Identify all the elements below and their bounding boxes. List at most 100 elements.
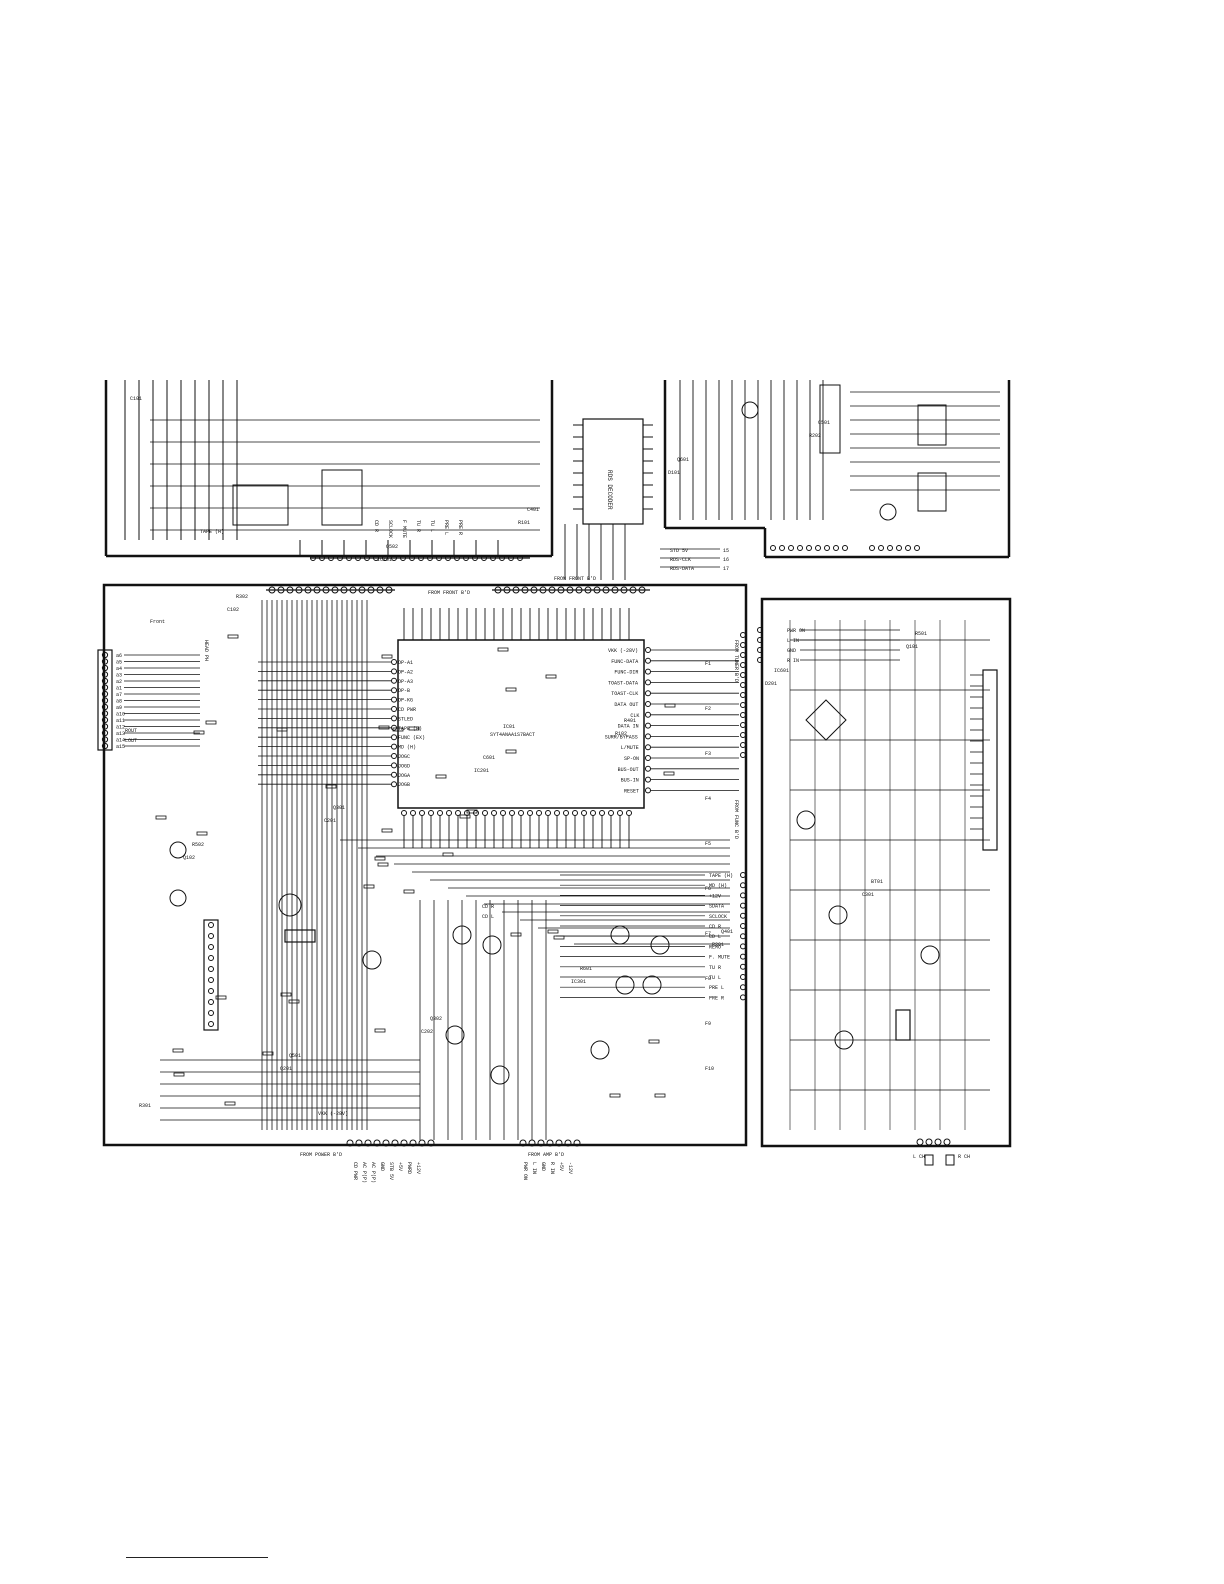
ic-pin	[645, 690, 651, 697]
ic-pin	[617, 810, 623, 816]
connector-pin	[391, 555, 397, 561]
jack-pin	[101, 729, 109, 737]
resistor	[505, 749, 517, 754]
connector-pin	[593, 586, 601, 594]
connector-pin	[878, 545, 884, 551]
ic-pin	[401, 810, 407, 816]
component-ref: BT01	[871, 879, 883, 885]
connector-pin	[629, 586, 637, 594]
component-ref: IC601	[774, 668, 789, 674]
connector-pin-number: 15	[723, 548, 729, 554]
power-connector-label: STB 5V	[388, 1162, 394, 1180]
transistor	[169, 889, 187, 907]
connector-pin	[409, 555, 415, 561]
ic-left-pin-label: OP-A1	[398, 660, 413, 666]
connector-pin	[757, 647, 763, 653]
jack-pin	[101, 677, 109, 685]
main-board-border	[102, 583, 748, 1147]
jack-pin	[101, 690, 109, 698]
ic-pin	[208, 999, 214, 1005]
resistor	[224, 1101, 236, 1106]
footer-rule	[126, 1557, 268, 1558]
jack-pin	[101, 658, 109, 665]
ic-pin	[536, 810, 542, 816]
jack-pin-label: a13	[116, 731, 125, 737]
connector-pin	[512, 586, 520, 594]
from-tuner-label: FROM TUNER B'D	[733, 640, 739, 682]
resistor	[205, 720, 217, 725]
ic-pin	[527, 810, 533, 816]
connector-pin	[490, 555, 496, 561]
amp-connector-label: PWR ON	[522, 1162, 528, 1180]
connector-pin	[740, 933, 746, 940]
transistor	[445, 1025, 465, 1045]
connector-pin	[367, 586, 375, 594]
jack-pin	[101, 723, 109, 730]
connector-pin	[331, 586, 339, 594]
connector-pin	[887, 545, 893, 551]
connector-pin	[842, 545, 848, 551]
component-ref: IC101	[377, 557, 392, 563]
connector-pin	[779, 545, 785, 551]
speaker-right	[945, 1154, 955, 1166]
connector-pin	[358, 586, 366, 594]
connector-pin	[382, 555, 388, 561]
jack-pin	[101, 703, 109, 711]
ic-pin	[391, 715, 397, 722]
connector-pin	[322, 586, 330, 594]
f-label: F3	[705, 751, 711, 757]
ic-pin	[509, 810, 515, 816]
resistor	[435, 774, 447, 779]
connector-pin	[770, 545, 776, 551]
connector-pin	[757, 637, 763, 643]
jack-pin-label: a9	[116, 705, 122, 711]
connector-pin	[740, 632, 746, 638]
connector-pin	[824, 545, 830, 551]
connector-pin	[869, 545, 875, 551]
connector-pin	[427, 1139, 435, 1147]
from-amp-label: FROM AMP B'D	[528, 1152, 564, 1158]
connector-pin	[740, 923, 746, 929]
func-connector-label: TU R	[709, 965, 721, 971]
connector-pin	[391, 1139, 399, 1147]
connector-pin	[382, 1139, 390, 1147]
jack-pin-label: a4	[116, 666, 122, 672]
ic-pin	[391, 734, 397, 741]
resistor	[403, 889, 415, 894]
ic-left-pin-label: JOGC	[398, 754, 410, 760]
amp-connector-label: -12V	[567, 1162, 573, 1174]
connector-pin	[573, 1139, 581, 1147]
connector-pin	[740, 682, 746, 688]
connector-pin	[427, 555, 433, 561]
connector-pin	[499, 555, 505, 561]
f-label: F6	[705, 886, 711, 892]
connector-pin	[418, 555, 424, 561]
resistor	[288, 999, 300, 1004]
ic-pin	[645, 755, 651, 761]
component-ref: Q302	[430, 1016, 442, 1022]
ic-pin	[645, 722, 651, 729]
func-connector-label: TU L	[709, 975, 721, 981]
component-ref: R401	[624, 718, 636, 724]
transistor	[920, 945, 940, 965]
left-channel-label: L CH	[913, 1154, 925, 1160]
ic-pin	[645, 679, 651, 686]
ic-left-pin-label: TAPE (H)	[398, 726, 422, 732]
ic-pin	[518, 810, 524, 816]
component-ref: Q401	[721, 929, 733, 935]
speaker-left	[924, 1154, 934, 1166]
connector-pin	[481, 555, 487, 561]
headphone-label: HEAD PH	[203, 640, 209, 661]
resistor	[325, 784, 337, 789]
ic-pin	[645, 787, 651, 794]
ic-left-pin-label: OP-A2	[398, 669, 413, 675]
connector-pin	[905, 545, 911, 551]
component-ref: Q502	[386, 544, 398, 550]
resistor	[374, 856, 386, 861]
ic-right-pin-label: VKK (-28V)	[608, 648, 638, 654]
connector-pin	[740, 652, 746, 658]
tape-label: TAPE (H)	[200, 529, 224, 535]
cd-r-label: CD R	[482, 904, 494, 910]
resistor	[466, 809, 478, 814]
